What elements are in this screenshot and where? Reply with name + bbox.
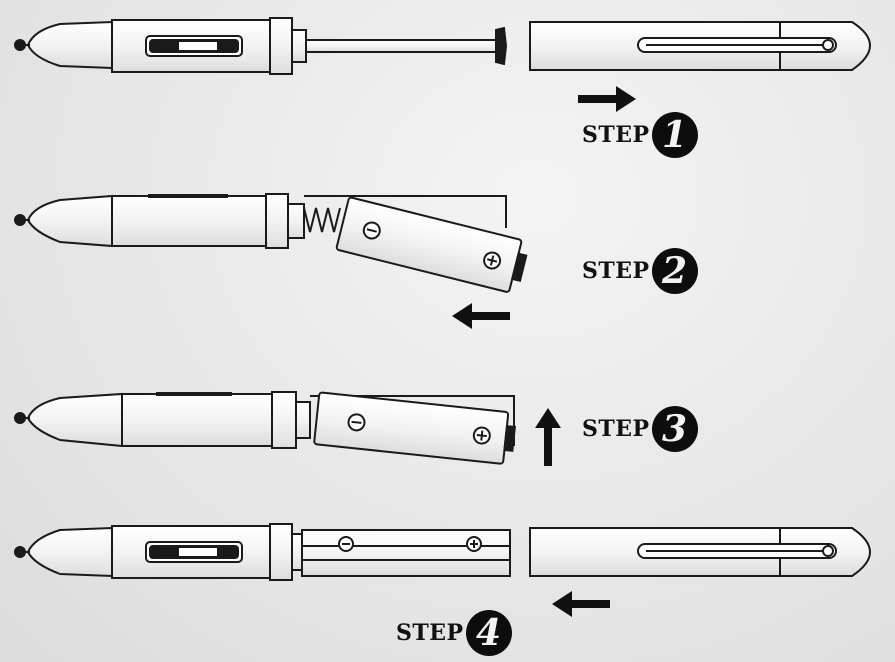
- step-2-word: STEP: [582, 258, 650, 284]
- step-2-label: STEP 2: [582, 248, 698, 294]
- pen-tip: [14, 20, 113, 70]
- pen-cap: [529, 21, 871, 71]
- minus-symbol: [347, 413, 366, 432]
- pen-collar: [271, 391, 297, 449]
- step-1-label: STEP 1: [582, 112, 698, 158]
- arrow-up-icon: [535, 408, 561, 466]
- battery-rod: [305, 26, 508, 66]
- pen-window: [145, 35, 243, 57]
- spring: [303, 207, 341, 233]
- pen-row-4: [14, 523, 871, 581]
- pen-collar: [265, 193, 289, 249]
- plus-symbol: [472, 426, 491, 445]
- step-3-label: STEP 3: [582, 406, 698, 452]
- step-3-number-badge: 3: [651, 406, 698, 452]
- pen-row-1: [14, 17, 871, 75]
- battery: [335, 196, 528, 293]
- arrow-left-icon: [452, 303, 510, 329]
- battery: [313, 391, 516, 465]
- step-2-number-badge: 2: [651, 248, 698, 294]
- pen-body: [111, 195, 267, 247]
- battery-compartment: [304, 195, 507, 228]
- step-4-label: STEP 4: [396, 610, 512, 656]
- pen-tip: [14, 526, 113, 578]
- plus-symbol: [483, 251, 502, 270]
- pen-connector: [295, 401, 311, 439]
- pen-body: [121, 393, 273, 447]
- step-1-word: STEP: [582, 122, 650, 148]
- pen-connector: [291, 533, 303, 571]
- pen-connector: [287, 203, 305, 239]
- pen-row-2: [14, 193, 528, 293]
- pen-connector: [291, 29, 307, 63]
- pen-tip: [14, 392, 123, 448]
- step-4-number-badge: 4: [465, 610, 512, 656]
- pen-tip: [14, 194, 113, 248]
- pen-collar: [269, 17, 293, 75]
- pen-cap: [529, 527, 871, 577]
- step-4-word: STEP: [396, 620, 464, 646]
- arrow-left-icon: [552, 591, 610, 617]
- battery-compartment: [301, 529, 511, 577]
- step-3-word: STEP: [582, 416, 650, 442]
- pen-row-3: [14, 391, 516, 465]
- pen-window: [145, 541, 243, 563]
- step-1-number-badge: 1: [651, 112, 698, 158]
- arrow-right-icon: [578, 86, 636, 112]
- pen-collar: [269, 523, 293, 581]
- minus-symbol: [362, 221, 381, 240]
